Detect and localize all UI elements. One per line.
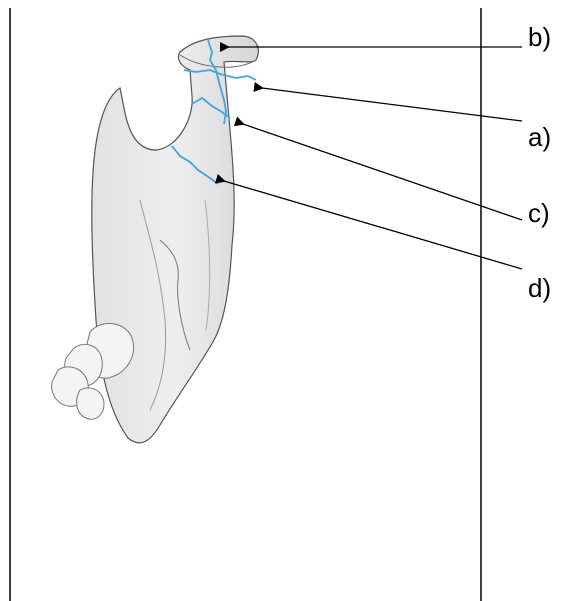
figure-frame [10, 8, 481, 601]
ramus-body [92, 36, 259, 443]
arrow-d [224, 181, 522, 269]
label-c: c) [528, 200, 550, 226]
label-b: b) [528, 24, 551, 50]
label-a: a) [528, 124, 551, 150]
pointer-arrows [224, 47, 522, 269]
mandible-ramus [92, 36, 259, 443]
label-d: d) [528, 275, 551, 301]
arrow-c [243, 124, 522, 220]
molar-4 [77, 388, 104, 419]
arrow-a [262, 88, 522, 121]
